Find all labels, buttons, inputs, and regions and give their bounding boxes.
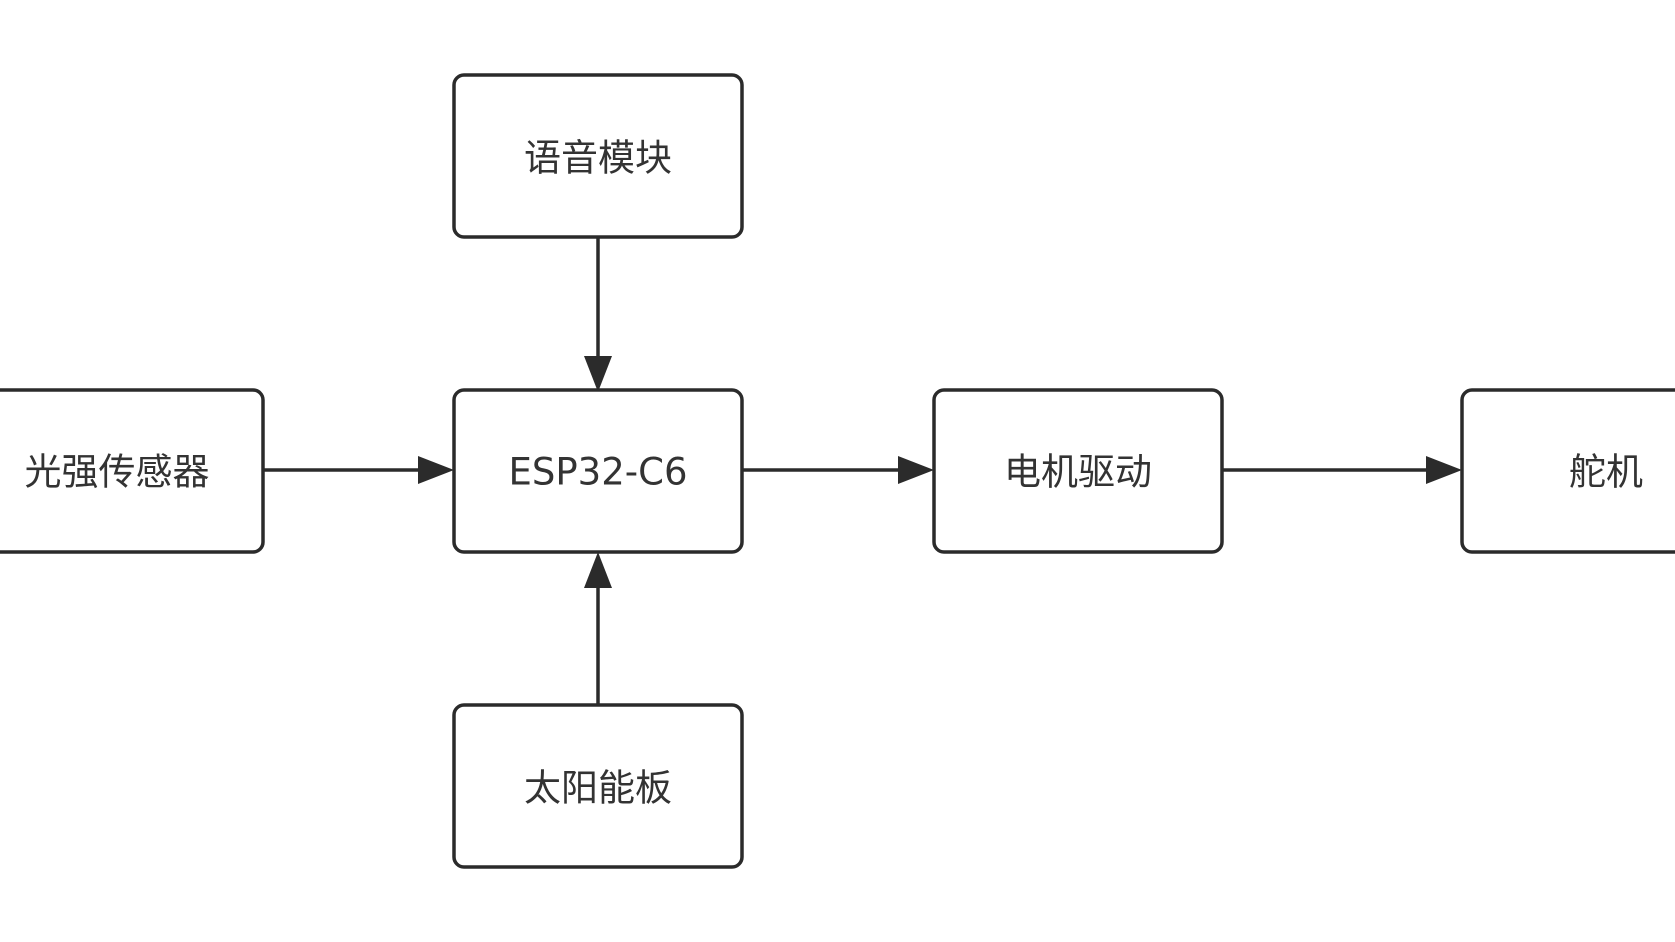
node-motor-driver: 电机驱动 — [932, 388, 1224, 554]
node-motor-driver-label: 电机驱动 — [1004, 451, 1152, 494]
edge-motor-driver-to-servo — [1222, 456, 1462, 484]
node-solar-panel-label: 太阳能板 — [524, 767, 672, 810]
edge-esp32-to-motor-driver — [742, 456, 934, 484]
node-voice-module-label: 语音模块 — [524, 137, 672, 180]
node-light-sensor: 光强传感器 — [0, 388, 265, 554]
node-esp32-label: ESP32-C6 — [509, 451, 688, 494]
node-servo-label: 舵机 — [1569, 451, 1643, 494]
edge-solar-to-esp32 — [584, 552, 612, 705]
edge-voice-to-esp32 — [584, 237, 612, 392]
node-solar-panel: 太阳能板 — [452, 703, 744, 869]
node-voice-module: 语音模块 — [452, 73, 744, 239]
node-servo: 舵机 — [1460, 388, 1675, 554]
node-esp32: ESP32-C6 — [452, 388, 744, 554]
edge-light-sensor-to-esp32 — [263, 456, 454, 484]
node-light-sensor-label: 光强传感器 — [25, 451, 210, 494]
